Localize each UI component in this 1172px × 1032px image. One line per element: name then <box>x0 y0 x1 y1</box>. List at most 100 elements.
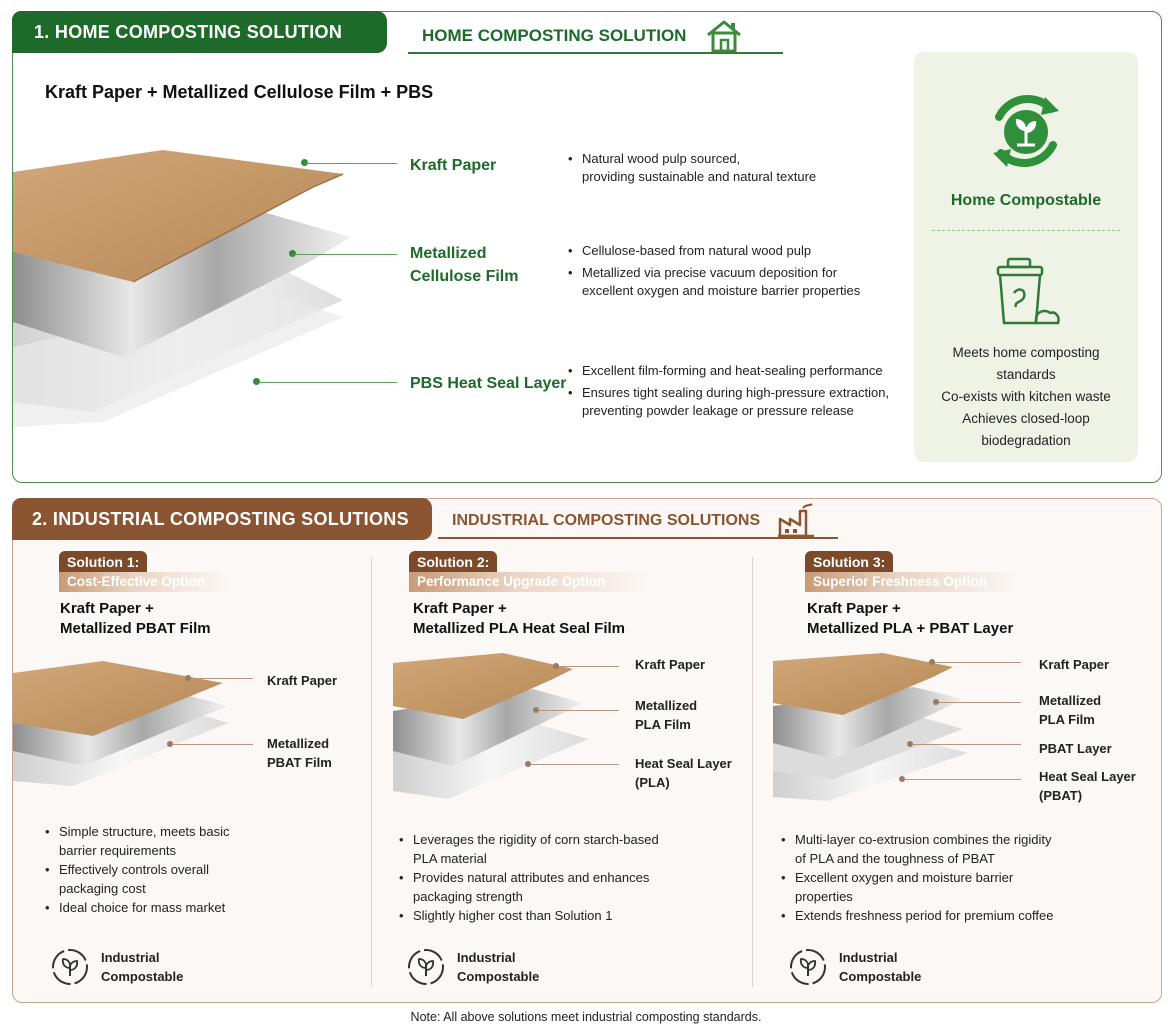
leader-line <box>559 666 619 667</box>
solution-title: Kraft Paper + Metallized PLA + PBAT Laye… <box>807 600 1014 637</box>
industrial-section-tab: 2. INDUSTRIAL COMPOSTING SOLUTIONS <box>12 498 432 540</box>
bullet-item: Simple structure, meets basic barrier re… <box>43 822 230 860</box>
leader-line <box>939 702 1021 703</box>
bullet-item: Multi-layer co-extrusion combines the ri… <box>779 830 1053 868</box>
solution-bullets: Leverages the rigidity of corn starch-ba… <box>397 830 659 925</box>
material-layers-illustration <box>773 653 968 801</box>
bullet-item: Excellent oxygen and moisture barrier pr… <box>779 868 1053 906</box>
bullet-item: Ensures tight sealing during high-pressu… <box>568 384 889 420</box>
solution-bullets: Simple structure, meets basic barrier re… <box>43 822 230 917</box>
layer-label: Kraft Paper <box>1039 657 1110 672</box>
home-subtitle-text: HOME COMPOSTING SOLUTION <box>422 26 687 45</box>
solution-title: Kraft Paper + Metallized PLA Heat Seal F… <box>413 600 625 637</box>
footer-note: Note: All above solutions meet industria… <box>410 1010 762 1024</box>
leader-line-pbs <box>257 382 397 383</box>
industrial-compostable-cert: Industrial Compostable <box>49 946 183 988</box>
metallized-bullets: Cellulose-based from natural wood pulp M… <box>568 242 860 304</box>
home-section-tab: 1. HOME COMPOSTING SOLUTION <box>12 11 387 53</box>
leader-line <box>935 662 1021 663</box>
layer-label: Metallized PLA Film <box>635 698 698 732</box>
layer-label: Kraft Paper <box>267 673 338 688</box>
home-composting-section: 1. HOME COMPOSTING SOLUTION HOME COMPOST… <box>12 11 1162 483</box>
solution-badge: Solution 2: <box>409 551 498 573</box>
home-material-layers-illustration <box>13 150 351 427</box>
recycle-leaf-icon <box>993 95 1059 167</box>
leader-dot-metallized <box>289 250 296 257</box>
layer-label: Kraft Paper <box>635 657 706 672</box>
home-structure-title: Kraft Paper + Metallized Cellulose Film … <box>45 82 434 102</box>
cert-label: Industrial Compostable <box>101 950 184 984</box>
layer-label-kraft: Kraft Paper <box>410 157 497 174</box>
layer-label: Metallized PLA Film <box>1039 693 1102 727</box>
cert-label: Industrial Compostable <box>839 950 922 984</box>
solution-title: Kraft Paper + Metallized PBAT Film <box>60 600 211 637</box>
compostable-leaf-icon <box>790 949 826 985</box>
layer-label-pbs: PBS Heat Seal Layer <box>410 375 567 392</box>
layer-label: Heat Seal Layer (PBAT) <box>1039 769 1136 803</box>
bullet-item: Slightly higher cost than Solution 1 <box>397 906 659 925</box>
solution-badge: Solution 3: <box>805 551 894 573</box>
industrial-compostable-cert: Industrial Compostable <box>405 946 539 988</box>
home-compostable-description: Meets home composting standards Co-exist… <box>941 345 1111 448</box>
bullet-item: Cellulose-based from natural wood pulp <box>568 242 860 260</box>
house-icon <box>707 20 742 53</box>
compostable-leaf-icon <box>52 949 88 985</box>
industrial-compostable-cert: Industrial Compostable <box>787 946 921 988</box>
bullet-item: Ideal choice for mass market <box>43 898 230 917</box>
kraft-bullets: Natural wood pulp sourced, providing sus… <box>568 150 816 190</box>
pbs-bullets: Excellent film-forming and heat-sealing … <box>568 362 889 424</box>
leader-dot <box>907 741 913 747</box>
solution-1-column: Solution 1: Cost-Effective Option Kraft … <box>13 551 365 996</box>
leader-dot-pbs <box>253 378 260 385</box>
bullet-item: Leverages the rigidity of corn starch-ba… <box>397 830 659 868</box>
leader-dot <box>929 659 935 665</box>
leader-dot <box>533 707 539 713</box>
home-section-subtitle: HOME COMPOSTING SOLUTION <box>408 20 783 54</box>
leader-dot <box>899 776 905 782</box>
bullet-item: Extends freshness period for premium cof… <box>779 906 1053 925</box>
bullet-item: Excellent film-forming and heat-sealing … <box>568 362 889 380</box>
leader-line <box>913 744 1021 745</box>
leader-dot <box>553 663 559 669</box>
home-compostable-title: Home Compostable <box>950 192 1102 209</box>
panel-divider <box>932 230 1120 231</box>
layer-label-metallized: Metallized Cellulose Film <box>410 245 519 285</box>
layer-label: Metallized PBAT Film <box>267 736 332 770</box>
bullet-item: Metallized via precise vacuum deposition… <box>568 264 860 300</box>
compostable-leaf-icon <box>408 949 444 985</box>
leader-dot-kraft <box>301 159 308 166</box>
leader-dot <box>933 699 939 705</box>
column-divider <box>371 557 372 987</box>
solution-option: Superior Freshness Option <box>805 572 1020 592</box>
column-divider <box>752 557 753 987</box>
solution-option: Performance Upgrade Option <box>409 572 649 592</box>
material-layers-illustration <box>13 661 228 786</box>
leader-line <box>191 678 253 679</box>
cert-label: Industrial Compostable <box>457 950 540 984</box>
leader-dot <box>185 675 191 681</box>
compost-bin-icon <box>996 257 1060 325</box>
leader-dot <box>525 761 531 767</box>
material-layers-illustration <box>393 653 588 799</box>
layer-label: Heat Seal Layer (PLA) <box>635 756 732 790</box>
leader-line-kraft <box>305 163 397 164</box>
leader-line <box>173 744 253 745</box>
leader-line-metallized <box>293 254 397 255</box>
solution-bullets: Multi-layer co-extrusion combines the ri… <box>779 830 1053 925</box>
leader-dot <box>167 741 173 747</box>
layer-label: PBAT Layer <box>1039 741 1112 756</box>
leader-line <box>531 764 619 765</box>
solution-badge: Solution 1: <box>59 551 148 573</box>
industrial-subtitle-text: INDUSTRIAL COMPOSTING SOLUTIONS <box>452 512 761 529</box>
leader-line <box>539 710 619 711</box>
bullet-item: Natural wood pulp sourced, providing sus… <box>568 150 816 186</box>
bullet-item: Effectively controls overall packaging c… <box>43 860 230 898</box>
solution-option: Cost-Effective Option <box>59 572 229 592</box>
bullet-item: Provides natural attributes and enhances… <box>397 868 659 906</box>
home-compostable-panel: Home Compostable Meets home composting s… <box>914 52 1138 462</box>
solution-2-column: Solution 2: Performance Upgrade Option K… <box>375 551 745 996</box>
industrial-composting-section: 2. INDUSTRIAL COMPOSTING SOLUTIONS INDUS… <box>12 498 1162 1003</box>
solution-3-column: Solution 3: Superior Freshness Option Kr… <box>757 551 1157 996</box>
industrial-section-subtitle: INDUSTRIAL COMPOSTING SOLUTIONS <box>438 503 838 539</box>
leader-line <box>905 779 1021 780</box>
